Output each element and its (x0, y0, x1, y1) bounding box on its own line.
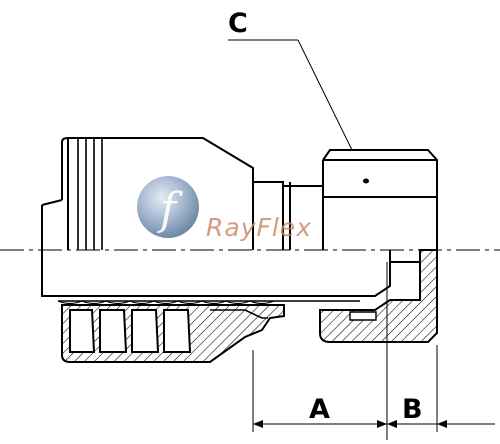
rayflex-watermark: f RayFlex (137, 176, 312, 242)
dimension-arrows (253, 420, 447, 428)
leader-c (228, 39, 353, 151)
nut-flat-marker (363, 178, 369, 184)
dimension-lines (252, 262, 495, 440)
rayflex-brand-text: RayFlex (206, 213, 312, 242)
dimension-label-c: C (228, 8, 248, 39)
dimension-label-a: A (309, 394, 330, 425)
dimension-label-b: B (402, 394, 423, 425)
fitting-lower-half (41, 249, 438, 363)
fitting-upper-half (41, 137, 438, 263)
rayflex-logo-globe (137, 176, 199, 238)
